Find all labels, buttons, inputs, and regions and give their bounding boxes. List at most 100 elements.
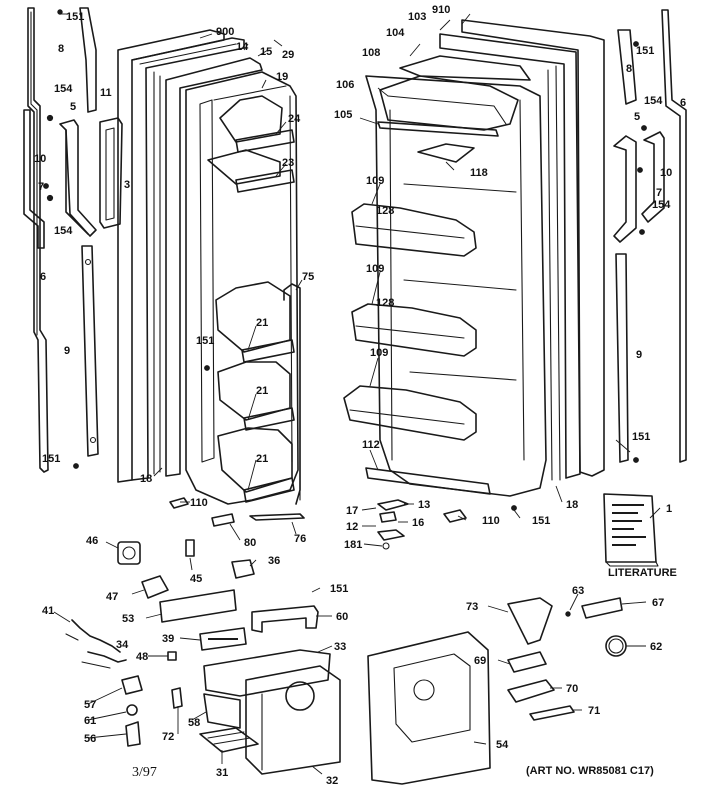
callout-108: 108: [362, 47, 380, 59]
callout-910: 910: [432, 4, 450, 16]
callout-151: 151: [66, 11, 84, 23]
callout-21: 21: [256, 385, 268, 397]
switch-45: [185, 539, 195, 557]
fresh-food-door-outer-panel: [439, 19, 605, 481]
fresh-food-trim-8: [617, 29, 637, 105]
door-wire-harness-75: [283, 283, 301, 505]
callout-18: 18: [566, 499, 578, 511]
leader-lines: [53, 13, 661, 775]
callout-47: 47: [106, 591, 118, 603]
freezer-side-trim-9: [81, 245, 99, 457]
callout-151: 151: [42, 453, 60, 465]
bottom-rail-112: [365, 467, 491, 495]
callout-53: 53: [122, 613, 134, 625]
dispenser-recess-54: [367, 631, 491, 785]
callout-110: 110: [190, 497, 208, 509]
callout-32: 32: [326, 775, 338, 787]
part-71: [529, 705, 575, 721]
screws-right: [633, 41, 647, 463]
tray-58: [203, 693, 241, 729]
callout-63: 63: [572, 585, 584, 597]
part-70: [507, 679, 555, 703]
callout-21: 21: [256, 453, 268, 465]
door-shelves-wire: [403, 183, 517, 381]
freezer-door-liner: [185, 71, 299, 505]
date-mark: 3/97: [132, 765, 157, 780]
dairy-door-rail-105: [377, 121, 499, 137]
callout-24: 24: [288, 113, 301, 125]
switch-36: [231, 559, 255, 579]
callout-57: 57: [84, 699, 96, 711]
callout-58: 58: [188, 717, 200, 729]
part-56: [125, 721, 141, 747]
callout-128: 128: [376, 297, 394, 309]
callout-9: 9: [636, 349, 642, 361]
dispenser-housing-33: [203, 649, 331, 697]
callout-39: 39: [162, 633, 174, 645]
bracket-60: [251, 605, 319, 633]
callout-61: 61: [84, 715, 96, 727]
callout-73: 73: [466, 601, 478, 613]
callout-33: 33: [334, 641, 346, 653]
callout-15: 15: [260, 46, 272, 58]
dairy-compartment-106: [379, 75, 519, 131]
callout-70: 70: [566, 683, 578, 695]
hinge-parts: [169, 497, 517, 550]
freezer-door-trim-8: [79, 7, 97, 113]
part-72: [171, 687, 183, 709]
part-57: [121, 675, 143, 695]
harness-34: [81, 651, 127, 669]
freezer-door-gasket-strip: [27, 7, 49, 473]
callout-80: 80: [244, 537, 256, 549]
freezer-shelf-21c: [217, 427, 295, 503]
door-tube-76: [249, 513, 305, 521]
grille-31: [199, 727, 259, 753]
callout-60: 60: [336, 611, 348, 623]
callout-56: 56: [84, 733, 96, 745]
callout-72: 72: [162, 731, 174, 743]
callout-29: 29: [282, 49, 294, 61]
callout-109: 109: [370, 347, 388, 359]
callout-41: 41: [42, 605, 54, 617]
fresh-food-gasket-strip-6: [661, 9, 687, 463]
egg-tray-118: [417, 143, 475, 163]
door-bin-109b: [351, 303, 477, 357]
callout-62: 62: [650, 641, 662, 653]
callout-6: 6: [680, 97, 686, 109]
callout-1: 1: [666, 503, 672, 515]
dispenser-housing-32: [245, 665, 341, 775]
control-knob-46: [117, 541, 141, 565]
callout-5: 5: [70, 101, 76, 113]
freezer-shelf-21a: [215, 281, 295, 363]
callout-10: 10: [34, 153, 46, 165]
callout-17: 17: [346, 505, 358, 517]
callout-105: 105: [334, 109, 352, 121]
callout-8: 8: [58, 43, 64, 55]
part-48: [167, 651, 177, 661]
callout-154: 154: [652, 199, 671, 211]
top-cover-108: [399, 55, 531, 81]
part-69: [507, 651, 547, 673]
callout-112: 112: [362, 439, 380, 451]
freezer-door-outer-panel: [117, 29, 263, 483]
bracket-67-63: [565, 597, 623, 619]
door-bin-109c: [343, 385, 477, 441]
callout-21: 21: [256, 317, 268, 329]
callout-109: 109: [366, 175, 384, 187]
callout-76: 76: [294, 533, 306, 545]
callout-118: 118: [470, 167, 488, 179]
ring-62: [605, 635, 627, 657]
callout-5: 5: [634, 111, 640, 123]
circuit-board-39: [199, 627, 247, 651]
callout-8: 8: [626, 63, 632, 75]
callout-75: 75: [302, 271, 314, 283]
callout-151: 151: [196, 335, 214, 347]
callout-13: 13: [418, 499, 430, 511]
fresh-food-side-trim-9: [615, 253, 629, 463]
callout-110: 110: [482, 515, 500, 527]
callout-181: 181: [344, 539, 362, 551]
panel-53: [159, 589, 237, 623]
callout-23: 23: [282, 157, 294, 169]
callout-154: 154: [644, 95, 663, 107]
callout-10: 10: [660, 167, 672, 179]
